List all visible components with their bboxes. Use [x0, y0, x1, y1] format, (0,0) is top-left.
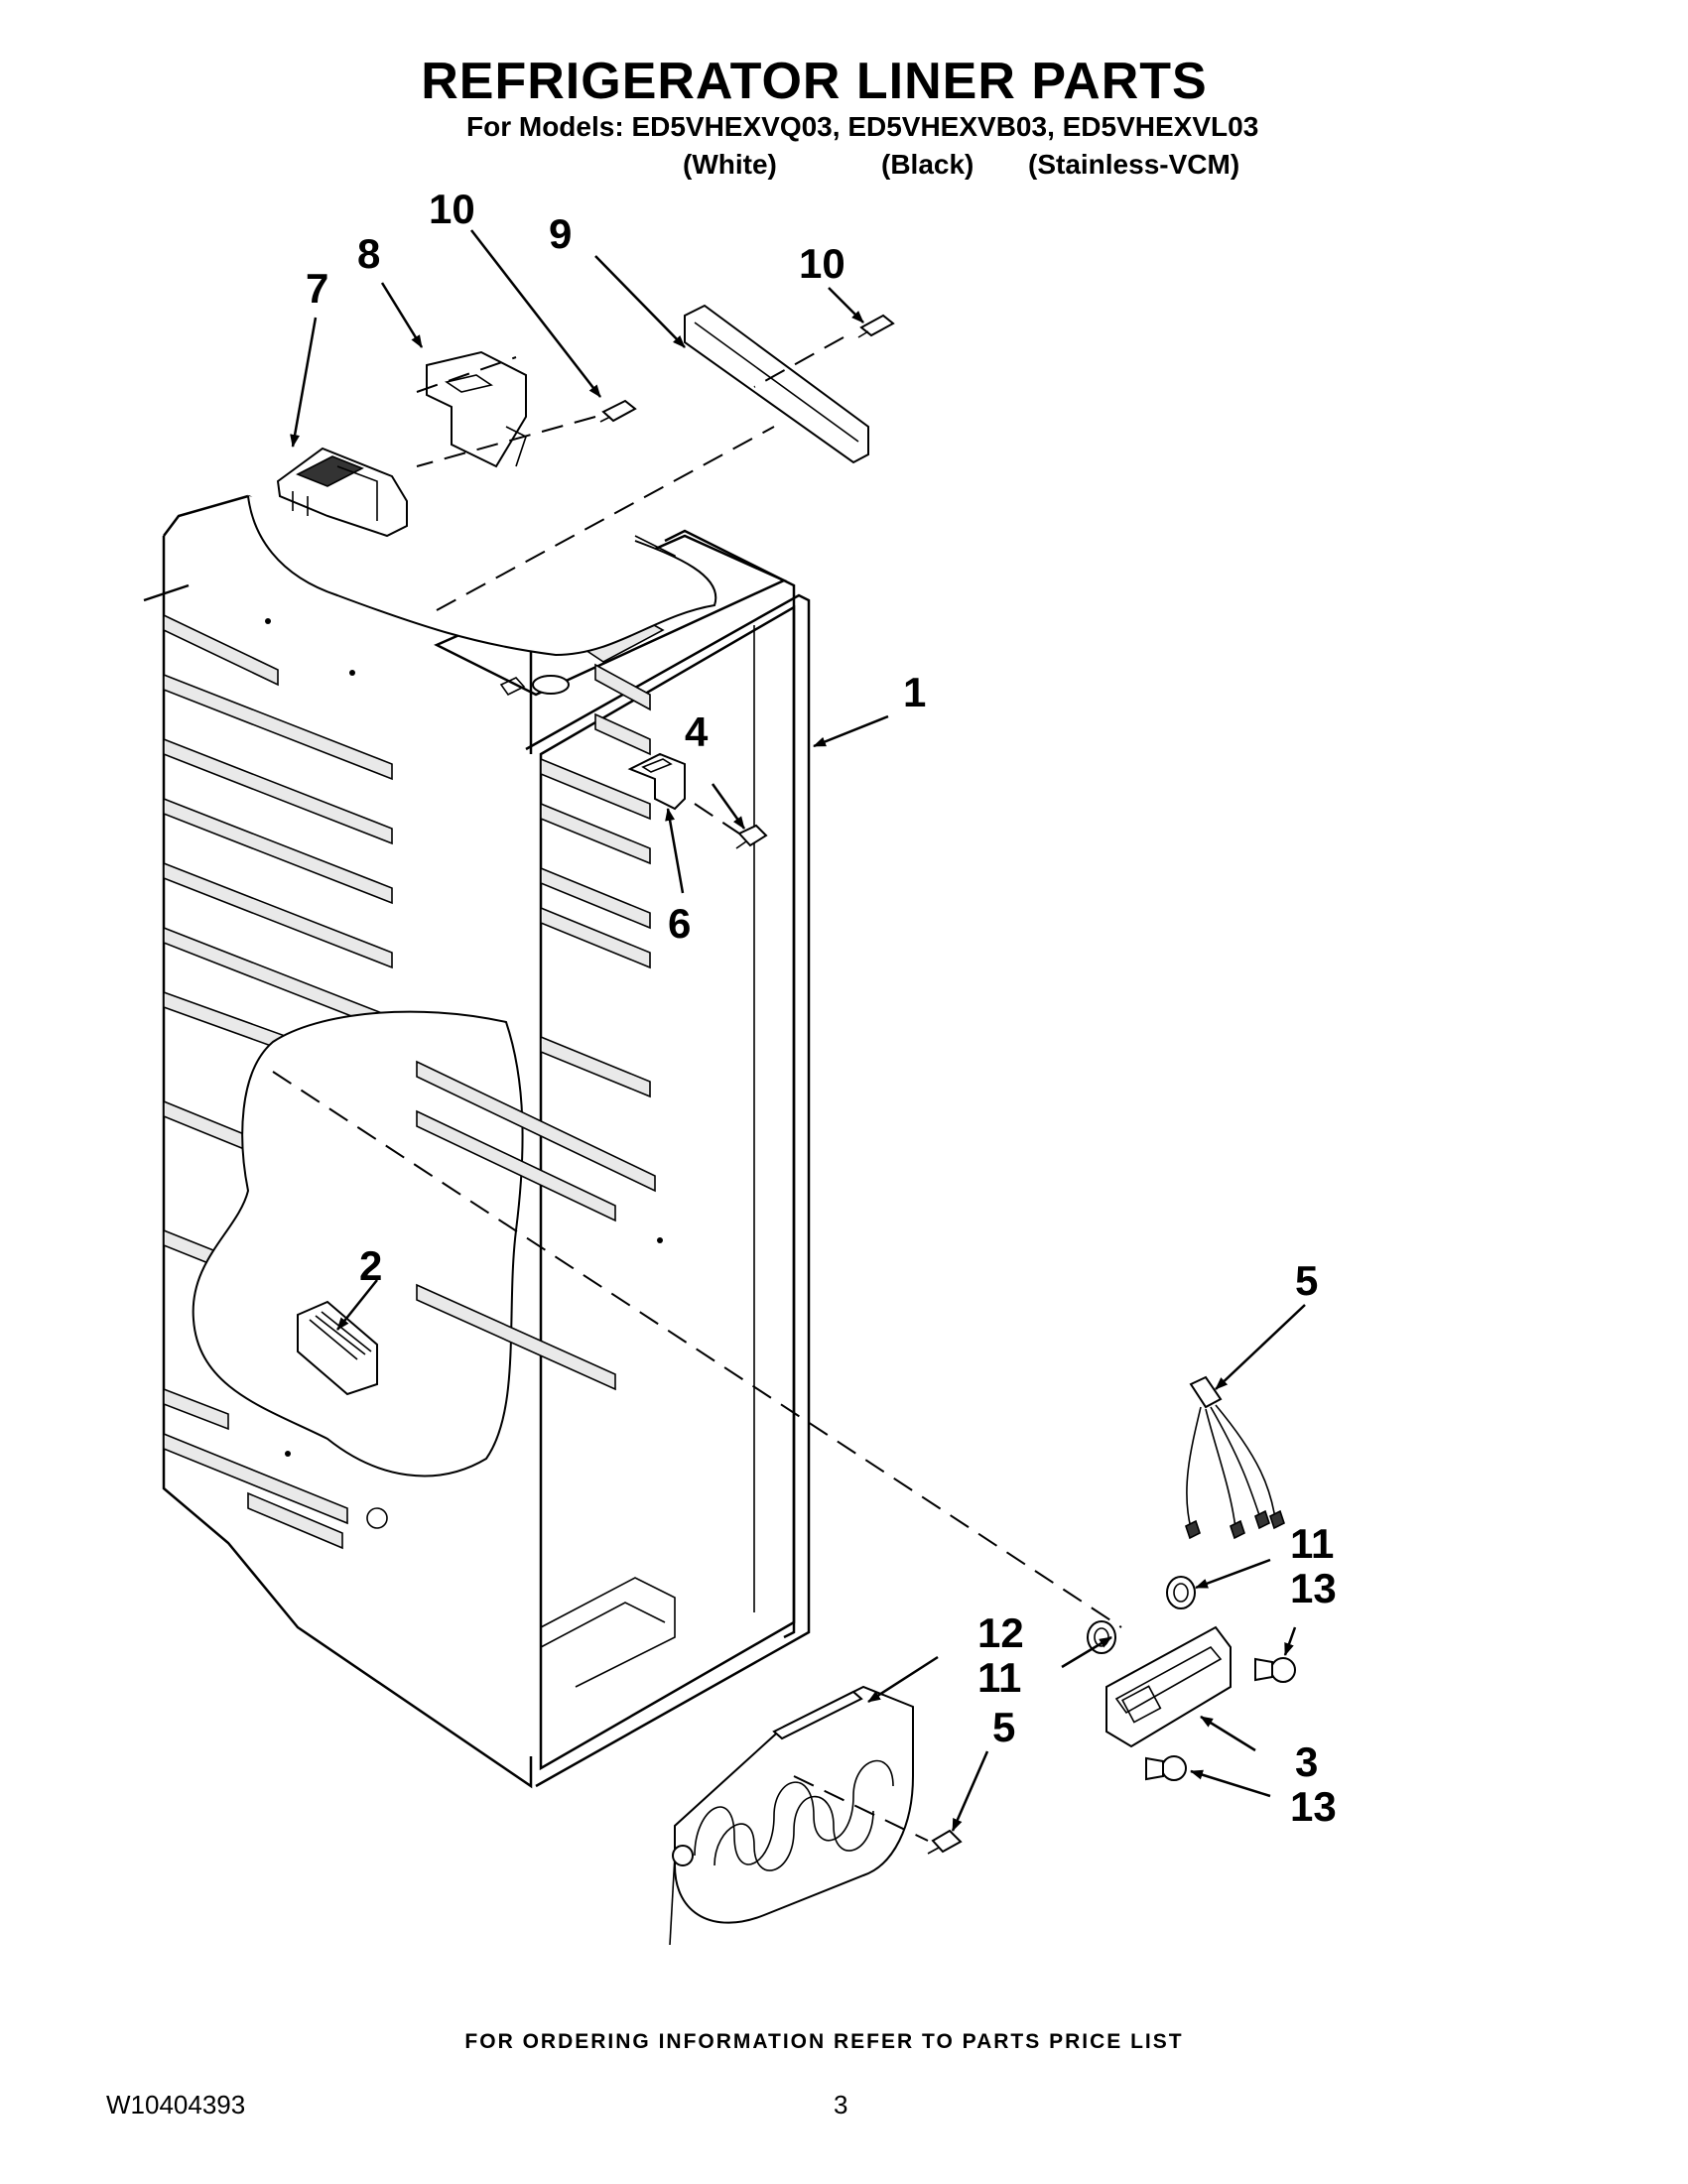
part-6-bracket [627, 752, 686, 811]
callout-6: 6 [668, 900, 691, 947]
callout-12: 12 [977, 1609, 1024, 1656]
callout-13-top: 13 [1290, 1565, 1337, 1611]
callout-9: 9 [549, 210, 572, 257]
callout-10-right: 10 [799, 240, 845, 287]
part-12-heater [669, 1685, 914, 1946]
right-shelf-rails [540, 663, 651, 1098]
callout-4: 4 [685, 708, 709, 755]
page-number: 3 [834, 2090, 848, 2120]
refrigerator-liner [162, 494, 811, 1789]
part-9-rail [684, 304, 869, 464]
color-label-white: (White) [683, 149, 777, 180]
part-2-vent [297, 1300, 378, 1396]
part-5-wire-harness [1185, 1375, 1285, 1540]
callout-11-bottom: 11 [977, 1654, 1021, 1701]
callout-3: 3 [1295, 1738, 1318, 1785]
callout-5-bottom: 5 [992, 1704, 1015, 1750]
color-label-stainless: (Stainless-VCM) [1028, 149, 1240, 180]
ordering-info-note: FOR ORDERING INFORMATION REFER TO PARTS … [464, 2030, 1184, 2053]
callout-labels: 1 2 3 4 5 5 6 7 8 9 10 10 11 11 12 13 13 [306, 186, 1337, 1830]
part-13-bulb-upper [1254, 1657, 1296, 1683]
callout-5-top: 5 [1295, 1257, 1318, 1304]
part-3-light-housing [1105, 1625, 1232, 1748]
part-7-control-housing [276, 447, 408, 538]
callout-13-bottom: 13 [1290, 1783, 1337, 1830]
callout-11-top: 11 [1290, 1520, 1334, 1567]
part-11-grommet-upper [1166, 1576, 1196, 1609]
color-label-black: (Black) [881, 149, 974, 180]
callout-1: 1 [903, 669, 926, 715]
part-8-bracket [426, 350, 527, 468]
page-title: REFRIGERATOR LINER PARTS [421, 53, 1208, 110]
part-5-screw-heater [927, 1829, 963, 1855]
alignment-lines [272, 336, 1122, 1842]
callout-10-left: 10 [429, 186, 475, 232]
part-10-screw-left [599, 399, 637, 423]
callout-8: 8 [357, 230, 380, 277]
leader-arrows [143, 229, 1306, 1832]
document-number: W10404393 [106, 2090, 246, 2120]
part-4-screw [735, 824, 768, 849]
callout-7: 7 [306, 265, 328, 312]
callout-2: 2 [359, 1242, 382, 1289]
part-13-bulb-lower [1145, 1755, 1187, 1781]
part-10-screw-right [857, 314, 895, 338]
models-line: For Models: ED5VHEXVQ03, ED5VHEXVB03, ED… [466, 111, 1259, 142]
left-shelf-rails [163, 613, 393, 1550]
